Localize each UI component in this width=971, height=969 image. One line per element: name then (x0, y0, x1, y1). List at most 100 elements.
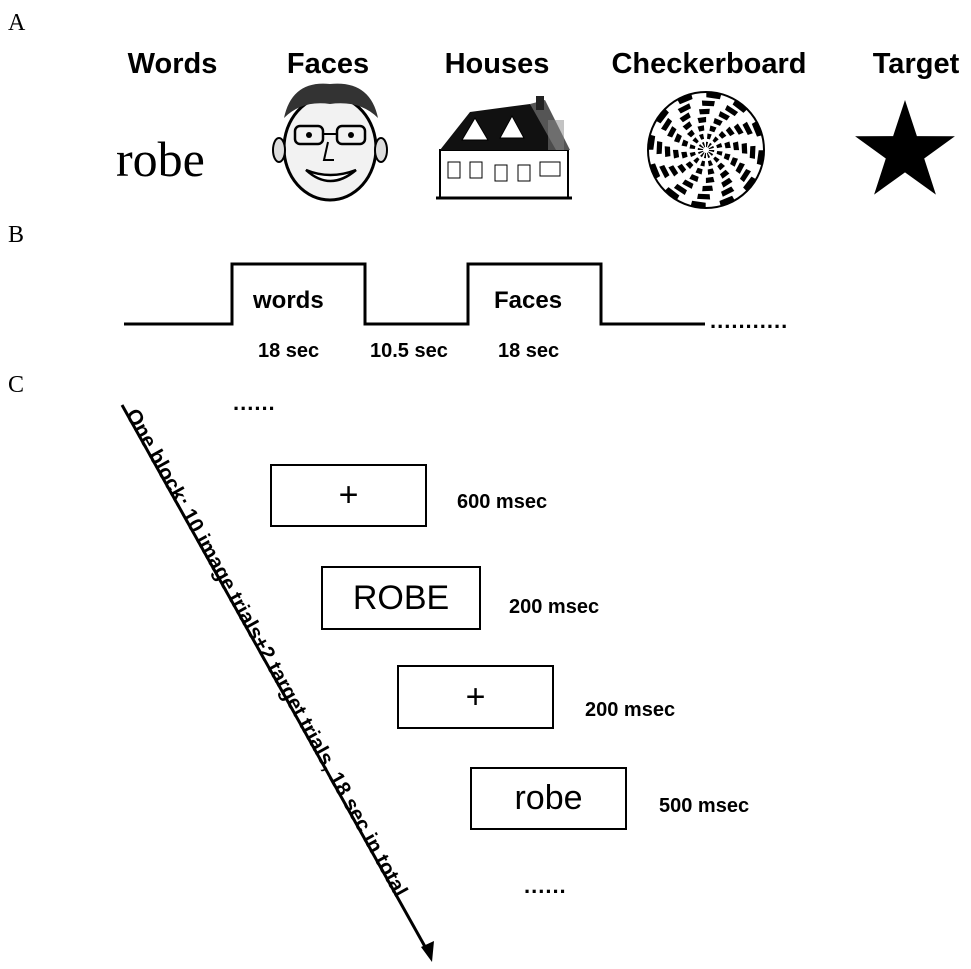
checkerboard-cell (700, 152, 705, 158)
checkerboard-cell (659, 165, 670, 179)
checkerboard-cell (699, 108, 710, 115)
checkerboard-cell (707, 133, 712, 140)
checkerboard-cell (661, 117, 673, 131)
trial-duration-1: 600 msec (457, 491, 548, 513)
trial-fixation-box-1: + (270, 464, 427, 527)
block-duration-1: 18 sec (258, 340, 320, 362)
block-duration-2: 18 sec (498, 340, 560, 362)
checkerboard-cell (733, 123, 744, 135)
checkerboard-cell (681, 151, 688, 159)
checkerboard-cell (719, 169, 730, 179)
trial-duration-3: 200 msec (585, 699, 676, 721)
checkerboard-cell (732, 99, 748, 113)
checkerboard-cell (739, 169, 751, 183)
checkerboard-cell (742, 121, 753, 135)
trials-end-dots: ...... (524, 873, 567, 898)
checkerboard-cell (741, 143, 748, 154)
category-target-label: Target (872, 48, 960, 80)
checkerboard-cell (716, 143, 723, 149)
checkerboard-cell (756, 150, 764, 166)
checkerboard-cell (677, 103, 691, 114)
checkerboard-cell (730, 157, 738, 167)
checkerboard-cell (700, 160, 705, 167)
trials-start-dots: ...... (233, 390, 276, 415)
checkerboard-cell (698, 144, 704, 149)
checkerboard-cell (677, 163, 687, 174)
checkerboard-cell (716, 151, 723, 156)
category-words-label: Words (127, 48, 218, 80)
checkerboard-cell (672, 149, 680, 159)
checkerboard-cell (681, 139, 689, 147)
checkerboard-cell (648, 134, 656, 150)
checkerboard-cell (703, 152, 706, 159)
trial-word-box-uppercase: ROBE (321, 566, 481, 630)
checkerboard-cell (717, 162, 725, 171)
checkerboard-cell (713, 118, 723, 126)
checkerboard-cell (718, 111, 730, 121)
block-time-arrow (120, 404, 434, 962)
checkerboard-cell (712, 136, 719, 143)
checkerboard-cell (706, 141, 709, 148)
checkerboard-cell (709, 125, 717, 133)
category-checkerboard-label: Checkerboard (611, 48, 807, 80)
checkerboard-cell (705, 176, 715, 184)
checkerboard-cell (713, 156, 720, 163)
checkerboard-cell (685, 161, 694, 169)
trial-duration-4: 500 msec (659, 795, 750, 817)
checkerboard-cell (682, 121, 693, 131)
checkerboard-cell (735, 162, 745, 174)
checkerboard-cell (708, 150, 715, 153)
checkerboard-cell (656, 141, 663, 155)
checkerboard-cell (725, 105, 739, 117)
timeline-continuation-dots: ........... (710, 308, 789, 333)
block-faces-label: Faces (494, 287, 563, 314)
checkerboard-cell (697, 116, 707, 124)
checkerboard-cell (677, 93, 693, 105)
block-words-label: words (253, 287, 324, 314)
checkerboard-cell (708, 145, 714, 150)
checkerboard-cell (697, 125, 705, 132)
checkerboard-cell (749, 145, 756, 159)
checkerboard-cell (664, 187, 680, 201)
checkerboard-cell (699, 133, 705, 140)
house-stimulus-image (436, 96, 572, 200)
checkerboard-outline (647, 91, 765, 209)
checkerboard-cell (689, 144, 696, 149)
checkerboard-cell (674, 133, 682, 143)
checkerboard-cell (682, 179, 694, 189)
checkerboard-cell (687, 129, 695, 138)
panel-b-letter: B (8, 222, 25, 248)
trial-word-box-lowercase: robe (470, 767, 627, 830)
checkerboard-cell (697, 193, 711, 200)
checkerboard-cell (655, 108, 669, 124)
checkerboard-cell (693, 157, 700, 164)
checkerboard-cell (706, 152, 711, 158)
checkerboard-cell (664, 146, 671, 157)
checkerboard-cell (679, 112, 691, 123)
checkerboard-cell (706, 92, 722, 100)
checkerboard-cell (667, 126, 677, 138)
checkerboard-cell (743, 176, 757, 192)
checkerboard-cell (707, 168, 715, 175)
checkerboard-cell (725, 126, 735, 137)
checkerboard-cell (668, 165, 679, 177)
checkerboard-cell (689, 151, 696, 157)
checkerboard-cell (695, 167, 703, 175)
checkerboard-cell (708, 151, 714, 156)
checkerboard-cell (701, 142, 706, 148)
panel-c-letter: C (8, 372, 25, 398)
checkerboard-cell (692, 137, 699, 144)
checkerboard-stimulus-image (647, 91, 765, 209)
category-faces-label: Faces (286, 48, 370, 80)
word-stimulus-example: robe (116, 131, 205, 187)
checkerboard-cell (649, 163, 661, 179)
trial-duration-2: 200 msec (509, 596, 600, 618)
checkerboard-cell (707, 142, 712, 148)
checkerboard-cell (751, 121, 763, 137)
checkerboard-cell (719, 195, 735, 207)
category-houses-label: Houses (444, 48, 550, 80)
rest-duration: 10.5 sec (370, 340, 448, 362)
panel-a-letter: A (8, 10, 26, 36)
block-timeline-line (124, 262, 705, 326)
